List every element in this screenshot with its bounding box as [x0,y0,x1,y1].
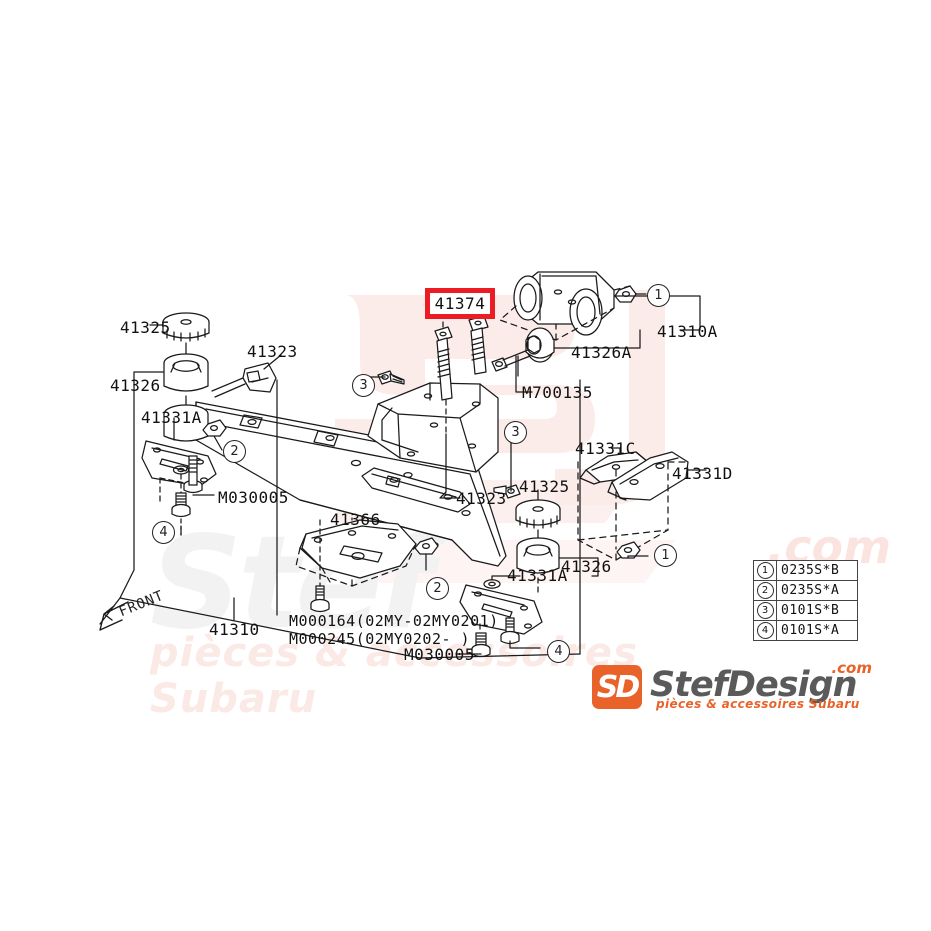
logo-tagline: pièces & accessoires Subaru [656,697,860,711]
callout-41323-left: 41323 [247,342,298,361]
legend-value-2: 0235S*A [776,580,858,601]
sd-logo-text: SD [596,669,640,705]
callout-m000245: M000245(02MY0202- ) [289,630,471,648]
stefdesign-logo[interactable]: SD StefDesign .com pièces & accessoires … [592,659,872,715]
legend-marker-1: 1 [753,560,777,581]
marker-3-right: 3 [504,421,527,444]
logo-wordmark: StefDesign [650,665,857,705]
highlighted-part-41374[interactable]: 41374 [425,288,495,319]
callout-m000164: M000164(02MY-02MY0201) [289,612,499,630]
callout-41331a-left: 41331A [141,408,202,427]
callout-41326a: 41326A [571,343,632,362]
logo-tld: .com [831,659,872,677]
callout-m700135: M700135 [522,383,593,402]
callout-41310: 41310 [209,620,260,639]
legend-row: 1 0235S*B [753,560,858,581]
callout-41325-left: 41325 [120,318,171,337]
marker-4-bot: 4 [547,640,570,663]
marker-1-top: 1 [647,284,670,307]
sd-logo-icon: SD [592,665,642,709]
callout-41326-mid: 41326 [561,557,612,576]
callout-41331c: 41331C [575,439,636,458]
callout-41366: 41366 [330,510,381,529]
callout-41326-left: 41326 [110,376,161,395]
legend-marker-2: 2 [753,580,777,601]
marker-1-right: 1 [654,544,677,567]
marker-3-left: 3 [352,374,375,397]
callout-41331a-mid: 41331A [507,566,568,585]
marker-4-left: 4 [152,521,175,544]
legend-row: 4 0101S*A [753,620,858,641]
legend-value-1: 0235S*B [776,560,858,581]
legend-table: 1 0235S*B 2 0235S*A 3 0101S*B 4 0101S*A [753,560,858,641]
callout-41323-mid: 41323 [456,489,507,508]
legend-row: 2 0235S*A [753,580,858,601]
callout-41325-mid: 41325 [519,477,570,496]
legend-value-4: 0101S*A [776,620,858,641]
callout-m030005-left: M030005 [218,488,289,507]
legend-row: 3 0101S*B [753,600,858,621]
legend-marker-3: 3 [753,600,777,621]
callout-41331d: 41331D [672,464,733,483]
legend-marker-4: 4 [753,620,777,641]
marker-2-left: 2 [223,440,246,463]
callout-m030005-bot: M030005 [404,645,475,664]
marker-2-mid: 2 [426,577,449,600]
legend-value-3: 0101S*B [776,600,858,621]
callout-41310a: 41310A [657,322,718,341]
